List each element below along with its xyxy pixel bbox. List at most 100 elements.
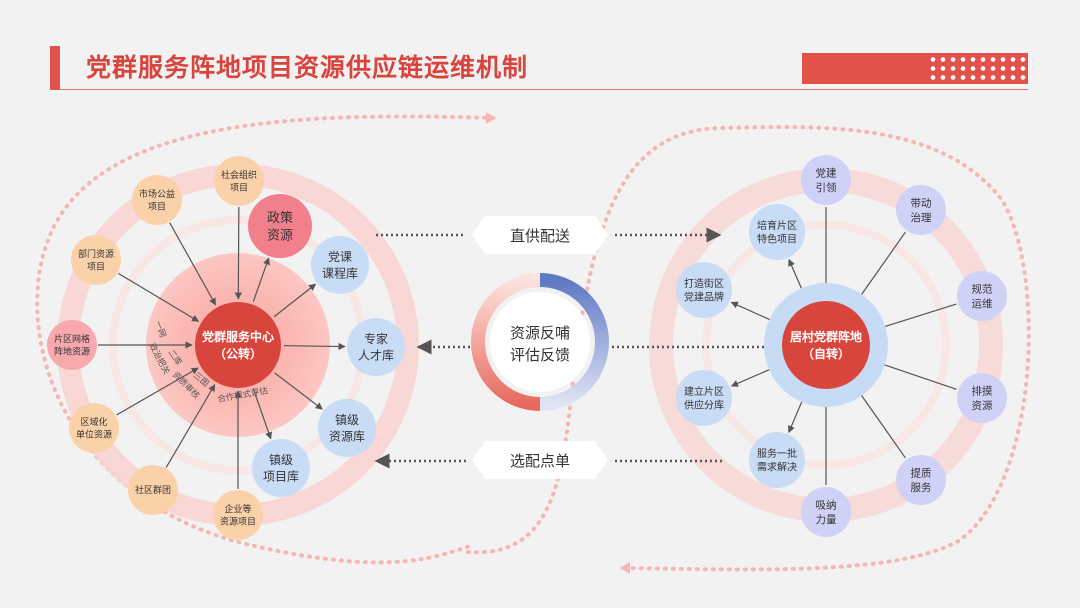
- right-inner-supply-branch-label-0: 建立片区: [684, 385, 724, 398]
- left-inner-expert-circle: [347, 318, 405, 376]
- left-spoke-out-town-project: [252, 388, 273, 440]
- right-inner-service-batch-circle: [749, 432, 805, 488]
- left-inner-party-course-label-1: 课程库: [322, 265, 358, 280]
- left-outer-social-org-label-0: 社会组织: [221, 169, 257, 181]
- left-inner-party-course-label-0: 党课: [328, 249, 352, 264]
- left-spoke-in-dept-resource: [118, 272, 200, 322]
- title-accent-bar: [50, 46, 60, 90]
- left-hub: [195, 302, 281, 388]
- right-inner-supply-branch-label-1: 供应分库: [684, 398, 724, 411]
- right-outer-party-lead-label-1: 引领: [816, 181, 837, 194]
- right-outer-improve-service-label-1: 服务: [911, 481, 932, 494]
- left-outer-community-group-circle: [128, 465, 178, 515]
- left-outer-dept-resource-label-0: 部门资源: [78, 248, 114, 260]
- right-inner-cultivate-brand-circle: [749, 204, 805, 260]
- left-outer-grid-resource-label-0: 片区网格: [54, 333, 90, 345]
- left-outer-regional-unit-label-1: 单位资源: [76, 428, 112, 440]
- left-outer-enterprise-label-1: 资源项目: [220, 516, 256, 527]
- left-inner-town-resource-circle: [318, 399, 376, 457]
- right-inner-cultivate-brand-label-1: 特色项目: [757, 232, 797, 245]
- right-inner-supply-branch-circle: [676, 370, 732, 426]
- left-outer-enterprise-circle: [213, 490, 263, 540]
- feedback-line-1: 资源反哺: [510, 324, 570, 342]
- left-inner-policy-label-1: 资源: [267, 228, 293, 243]
- left-outer-social-org-circle: [214, 156, 264, 206]
- left-spoke-out-expert: [283, 342, 346, 351]
- right-outer-attract-force-label-0: 吸纳: [816, 499, 837, 512]
- left-inner-town-project-label-0: 镇级: [269, 453, 293, 467]
- left-outer-regional-unit-label-0: 区域化: [80, 416, 107, 428]
- right-inner-street-brand-label-0: 打造街区: [684, 277, 724, 290]
- right-outer-drive-governance-label-1: 治理: [911, 211, 932, 224]
- left-outer-community-group-label-0: 社区群团: [135, 484, 171, 496]
- left-inner-expert-label-1: 人才库: [358, 347, 394, 362]
- left-outer-community-group: 社区群团: [128, 465, 178, 515]
- left-outer-market-public-label-0: 市场公益: [139, 188, 175, 200]
- right-inner-street-brand-label-1: 党建品牌: [684, 290, 724, 303]
- right-spoke-out-street-brand: [730, 301, 772, 321]
- feedback-ring-blue-half: [539, 273, 609, 411]
- right-outer-drive-governance-circle: [896, 185, 946, 235]
- right-hub-title: 居村党群阵地: [790, 329, 862, 344]
- feedback-center: [490, 292, 590, 392]
- left-spoke-out-policy: [252, 257, 270, 302]
- left-spoke-in-community-group: [165, 384, 216, 468]
- feedback-line-2: 评估反馈: [510, 346, 570, 364]
- left-loop-dotted: [35, 114, 495, 565]
- right-outer-drive-governance-label-0: 带动: [911, 198, 932, 210]
- left-outer-dept-resource-circle: [71, 235, 121, 285]
- right-outer-party-lead-label-0: 党建: [816, 167, 837, 180]
- left-inner-town-project-circle: [252, 439, 310, 497]
- left-inner-policy-circle: [248, 194, 312, 258]
- right-outer-standard-ops-label-0: 规范: [972, 283, 993, 296]
- left-outer-market-public-circle: [132, 175, 182, 225]
- direct-supply-shape: [472, 216, 608, 254]
- left-inner-town-resource-label-0: 镇级: [335, 413, 359, 427]
- left-outer-nodes: 市场公益项目社会组织项目部门资源项目片区网格阵地资源区域化单位资源社区群团企业等…: [47, 156, 264, 540]
- right-outer-survey-resource-label-1: 资源: [972, 399, 993, 412]
- right-outer-improve-service-circle: [896, 455, 946, 505]
- left-outer-market-public-label-1: 项目: [148, 201, 166, 212]
- right-outer-survey-resource-label-0: 排摸: [972, 385, 993, 398]
- title-underline: [60, 89, 1028, 90]
- right-outer-standard-ops-label-1: 运维: [972, 297, 993, 310]
- order-selection-shape: [472, 441, 608, 479]
- left-outer-social-org-label-1: 项目: [230, 182, 248, 193]
- left-outer-grid-resource-label-1: 阵地资源: [54, 345, 90, 357]
- left-hub-subtitle: （公转）: [214, 346, 262, 361]
- right-hub-subtitle: （自转）: [802, 346, 850, 361]
- left-outer-grid-resource-circle: [47, 320, 97, 370]
- left-inner-expert-label-0: 专家: [364, 331, 388, 346]
- left-inner-town-project-label-1: 项目库: [263, 468, 299, 483]
- left-spoke-in-regional-unit: [116, 367, 199, 416]
- right-inner-service-batch-label-0: 服务一批: [757, 447, 797, 460]
- right-outer-attract-force-circle: [801, 487, 851, 537]
- right-outer-survey-resource-circle: [957, 373, 1007, 423]
- bottom-loop-arrow: [620, 562, 630, 574]
- left-outer-regional-unit-circle: [69, 403, 119, 453]
- page-title: 党群服务阵地项目资源供应链运维机制: [86, 53, 529, 82]
- left-spoke-in-social-org: [234, 206, 242, 300]
- decorative-dot-grid: [928, 55, 1026, 83]
- right-outer-party-lead-circle: [801, 155, 851, 205]
- left-spokes: [98, 206, 346, 489]
- left-inner-party-course-circle: [311, 236, 369, 294]
